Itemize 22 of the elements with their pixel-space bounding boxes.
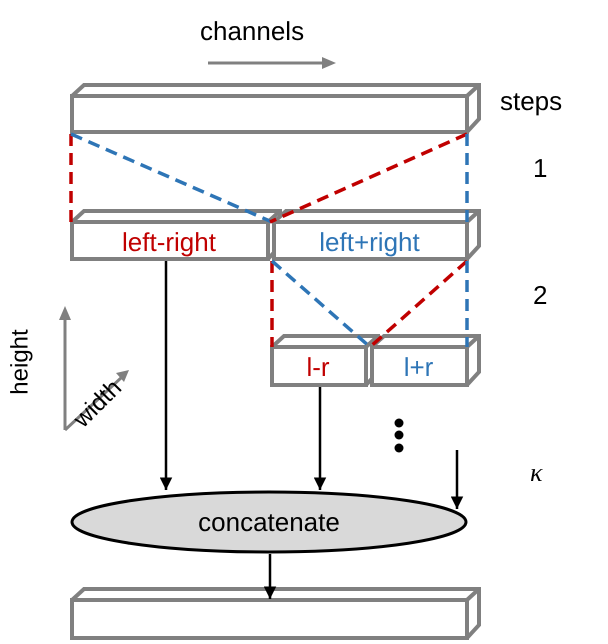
column-header: steps <box>500 88 562 114</box>
dashed-line <box>465 134 469 222</box>
dashed-line <box>69 134 73 222</box>
dashed-line <box>70 132 273 224</box>
dashed-line <box>270 261 274 347</box>
step-number: 2 <box>533 282 548 308</box>
axis-label: height <box>8 329 33 395</box>
node-label: left+right <box>319 228 420 254</box>
node-label: left-right <box>122 228 216 254</box>
dashed-line <box>269 132 468 224</box>
axis-label: channels <box>200 18 304 44</box>
step-symbol: κ <box>530 460 542 486</box>
dashed-line <box>368 260 468 348</box>
dashed-line <box>465 261 469 347</box>
arrow <box>450 450 464 509</box>
step-number: 1 <box>533 155 548 181</box>
arrow <box>160 261 172 490</box>
node-label: l+r <box>404 354 434 380</box>
arrow <box>314 387 326 490</box>
node-label: concatenate <box>198 509 340 535</box>
node-label: l-r <box>306 354 330 380</box>
arrow <box>264 554 276 599</box>
